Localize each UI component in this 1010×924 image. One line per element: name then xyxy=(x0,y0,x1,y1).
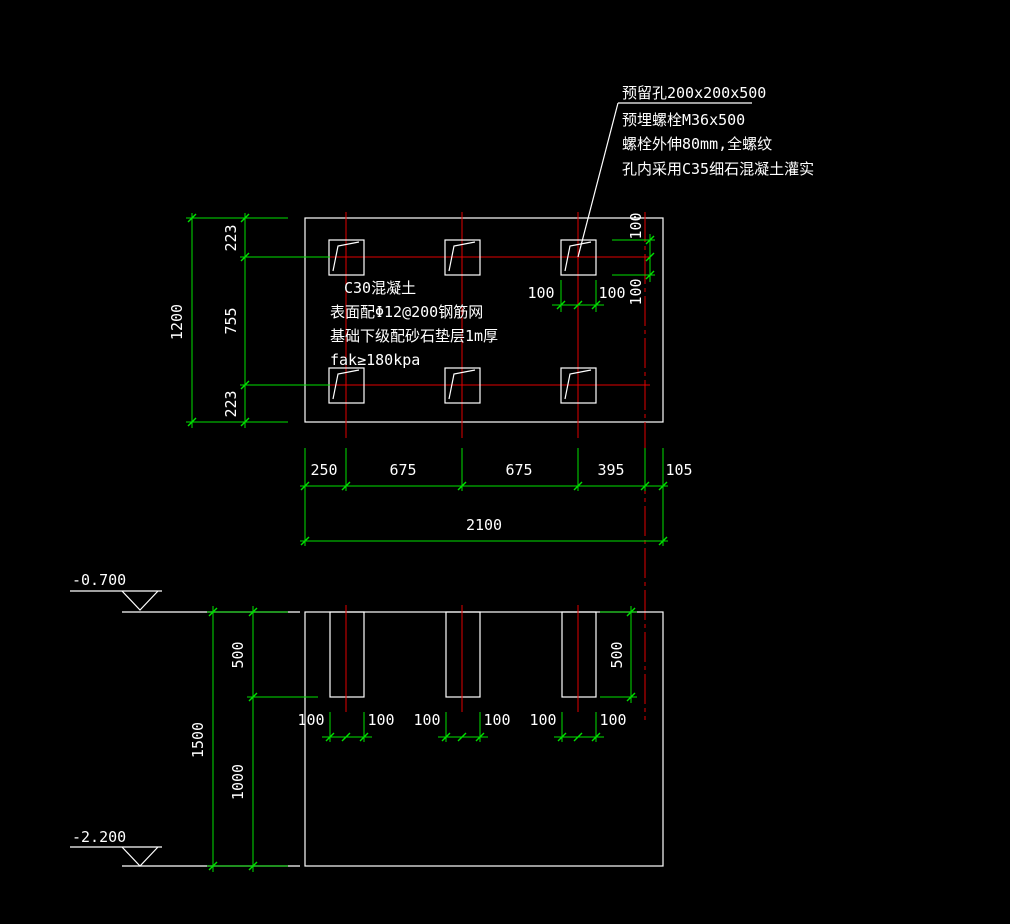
dim-plan-x-675-b: 675 xyxy=(505,461,532,479)
elevation-bottom-symbol xyxy=(70,846,300,867)
dim-section-hole-depth-right: 500 xyxy=(608,641,626,668)
hole-note-line-1: 预留孔200x200x500 xyxy=(622,84,766,102)
concrete-note-line-4: fak≥180kpa xyxy=(330,351,420,369)
elevation-top-label: -0.700 xyxy=(72,571,126,589)
dim-section-h1-right: 100 xyxy=(367,711,394,729)
plan-hole-6 xyxy=(560,367,597,404)
section-centerlines xyxy=(345,605,579,712)
hole-note-line-3: 螺栓外伸80mm,全螺纹 xyxy=(622,135,772,153)
dim-section-total-depth: 1500 xyxy=(189,722,207,758)
hole-note-line-4: 孔内采用C35细石混凝土灌实 xyxy=(622,160,814,178)
dim-plan-top-edge: 223 xyxy=(222,224,240,251)
foundation-plan-outline xyxy=(304,217,664,423)
dim-plan-right-100-mid: 100 xyxy=(627,278,645,305)
dim-section-h2-right: 100 xyxy=(483,711,510,729)
concrete-note-line-2: 表面配Φ12@200钢筋网 xyxy=(330,303,483,321)
plan-hole-3 xyxy=(560,239,597,276)
dim-section-h3-right: 100 xyxy=(599,711,626,729)
elevation-top-symbol xyxy=(70,590,300,613)
plan-hole-2 xyxy=(444,239,481,276)
section-view xyxy=(70,590,664,872)
section-hole-3 xyxy=(561,611,597,698)
dim-plan-right-100-top: 100 xyxy=(627,212,645,239)
dim-plan-x-675-a: 675 xyxy=(389,461,416,479)
dim-section-h1-left: 100 xyxy=(297,711,324,729)
dim-plan-x-395: 395 xyxy=(597,461,624,479)
hole-note-leader xyxy=(577,102,752,258)
section-hole-2 xyxy=(445,611,481,698)
dim-plan-total-width: 2100 xyxy=(466,516,502,534)
plan-right-dims xyxy=(552,234,655,312)
plan-left-dims xyxy=(186,213,330,428)
dim-section-h3-left: 100 xyxy=(529,711,556,729)
concrete-note-line-3: 基础下级配砂石垫层1m厚 xyxy=(330,327,498,345)
dim-section-hole-depth-left: 500 xyxy=(229,641,247,668)
hole-note-line-2: 预埋螺栓M36x500 xyxy=(622,111,745,129)
section-left-dims xyxy=(207,606,318,872)
dim-plan-x-105: 105 xyxy=(665,461,692,479)
section-hole-dims xyxy=(322,712,604,742)
concrete-note: C30混凝土 表面配Φ12@200钢筋网 基础下级配砂石垫层1m厚 fak≥18… xyxy=(330,279,498,369)
dim-plan-middle: 755 xyxy=(222,307,240,334)
dim-section-lower-depth: 1000 xyxy=(229,764,247,800)
plan-view xyxy=(186,102,752,720)
section-hole-1 xyxy=(329,611,365,698)
dim-plan-total-height: 1200 xyxy=(168,304,186,340)
dim-plan-x-250: 250 xyxy=(310,461,337,479)
plan-holes xyxy=(328,239,597,404)
plan-hole-5 xyxy=(444,367,481,404)
dim-section-h2-left: 100 xyxy=(413,711,440,729)
concrete-note-line-1: C30混凝土 xyxy=(344,279,416,297)
dim-plan-hole-100-left: 100 xyxy=(527,284,554,302)
section-right-dims xyxy=(600,606,637,703)
hole-note: 预留孔200x200x500 预埋螺栓M36x500 螺栓外伸80mm,全螺纹 … xyxy=(622,84,814,178)
elevation-bottom-label: -2.200 xyxy=(72,828,126,846)
foundation-section-outline xyxy=(304,611,664,867)
plan-bottom-dims xyxy=(300,448,668,546)
dim-plan-bottom-edge: 223 xyxy=(222,390,240,417)
dim-plan-hole-100-right: 100 xyxy=(598,284,625,302)
